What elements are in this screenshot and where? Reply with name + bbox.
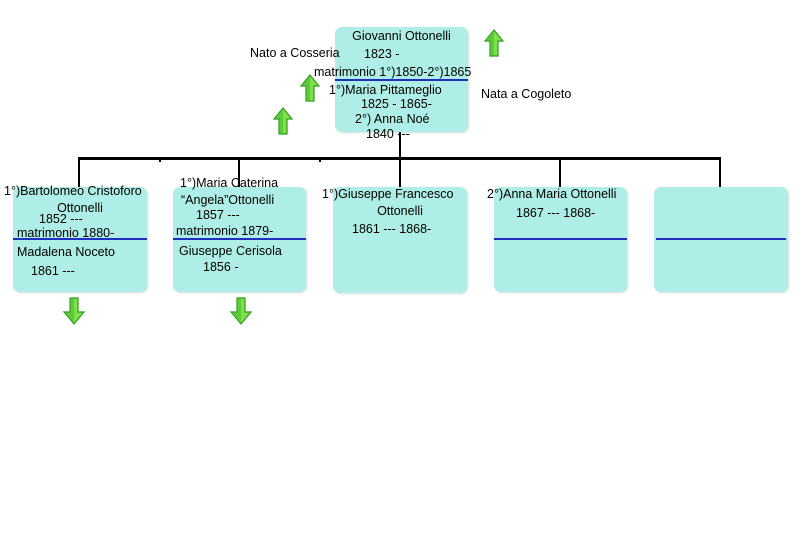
child-2-spouse-name: Giuseppe Cerisola bbox=[179, 244, 282, 258]
child-4-years: 1867 --- 1868- bbox=[516, 206, 596, 220]
child-5-marriage-rule bbox=[656, 238, 786, 240]
child-3-name-line2: Ottonelli bbox=[377, 204, 423, 218]
connector-tick-2 bbox=[319, 157, 321, 162]
child-3-name-line1: 1°)Giuseppe Francesco bbox=[322, 187, 454, 201]
root-spouse1-years: 1825 - 1865- bbox=[361, 97, 432, 111]
connector-child-1 bbox=[78, 157, 80, 187]
root-spouse2-years: 1840 --- bbox=[366, 127, 410, 141]
child-1-name-line1: 1°)Bartolomeo Cristoforo bbox=[4, 184, 142, 198]
connector-child-2 bbox=[238, 157, 240, 187]
arrow-down-icon[interactable] bbox=[62, 297, 86, 325]
child-1-spouse-name: Madalena Noceto bbox=[17, 245, 115, 259]
root-spouse1-birthplace: Nata a Cogoleto bbox=[481, 87, 572, 101]
arrow-up-icon[interactable] bbox=[272, 107, 294, 135]
arrow-up-icon[interactable] bbox=[483, 29, 505, 57]
child-2-marriage-rule bbox=[173, 238, 306, 240]
connector-tick-1 bbox=[159, 157, 161, 162]
child-2-name-line1: 1°)Maria Caterina bbox=[180, 176, 279, 190]
child-2-spouse-years: 1856 - bbox=[203, 260, 239, 274]
arrow-up-icon[interactable] bbox=[299, 74, 321, 102]
child-1-marriage-rule bbox=[13, 238, 147, 240]
root-marriage: matrimonio 1°)1850-2°)1865 bbox=[314, 65, 472, 79]
child-box-3[interactable] bbox=[333, 187, 467, 293]
child-4-name: 2°)Anna Maria Ottonelli bbox=[487, 187, 617, 201]
root-name: Giovanni Ottonelli bbox=[352, 29, 451, 43]
child-2-marriage: matrimonio 1879- bbox=[176, 224, 274, 238]
child-2-name-line2: “Angela”Ottonelli bbox=[181, 193, 275, 207]
connector-child-3 bbox=[399, 157, 401, 187]
arrow-down-icon[interactable] bbox=[229, 297, 253, 325]
child-2-years: 1857 --- bbox=[196, 208, 240, 222]
child-1-name-line2: Ottonelli bbox=[57, 201, 103, 215]
connector-root-down bbox=[399, 132, 401, 158]
root-spouse1-name: 1°)Maria Pittameglio bbox=[329, 83, 442, 97]
child-1-marriage: matrimonio 1880- bbox=[17, 226, 115, 240]
child-4-marriage-rule bbox=[494, 238, 627, 240]
root-marriage-rule bbox=[335, 79, 468, 81]
connector-child-4 bbox=[559, 157, 561, 187]
child-1-years: 1852 --- bbox=[39, 212, 83, 226]
child-3-years: 1861 --- 1868- bbox=[352, 222, 432, 236]
connector-child-5 bbox=[719, 157, 721, 187]
child-1-spouse-years: 1861 --- bbox=[31, 264, 75, 278]
root-spouse2-name: 2°) Anna Noé bbox=[355, 112, 430, 126]
root-birthplace: Nato a Cosseria bbox=[250, 46, 340, 60]
root-years: 1823 - bbox=[364, 47, 400, 61]
